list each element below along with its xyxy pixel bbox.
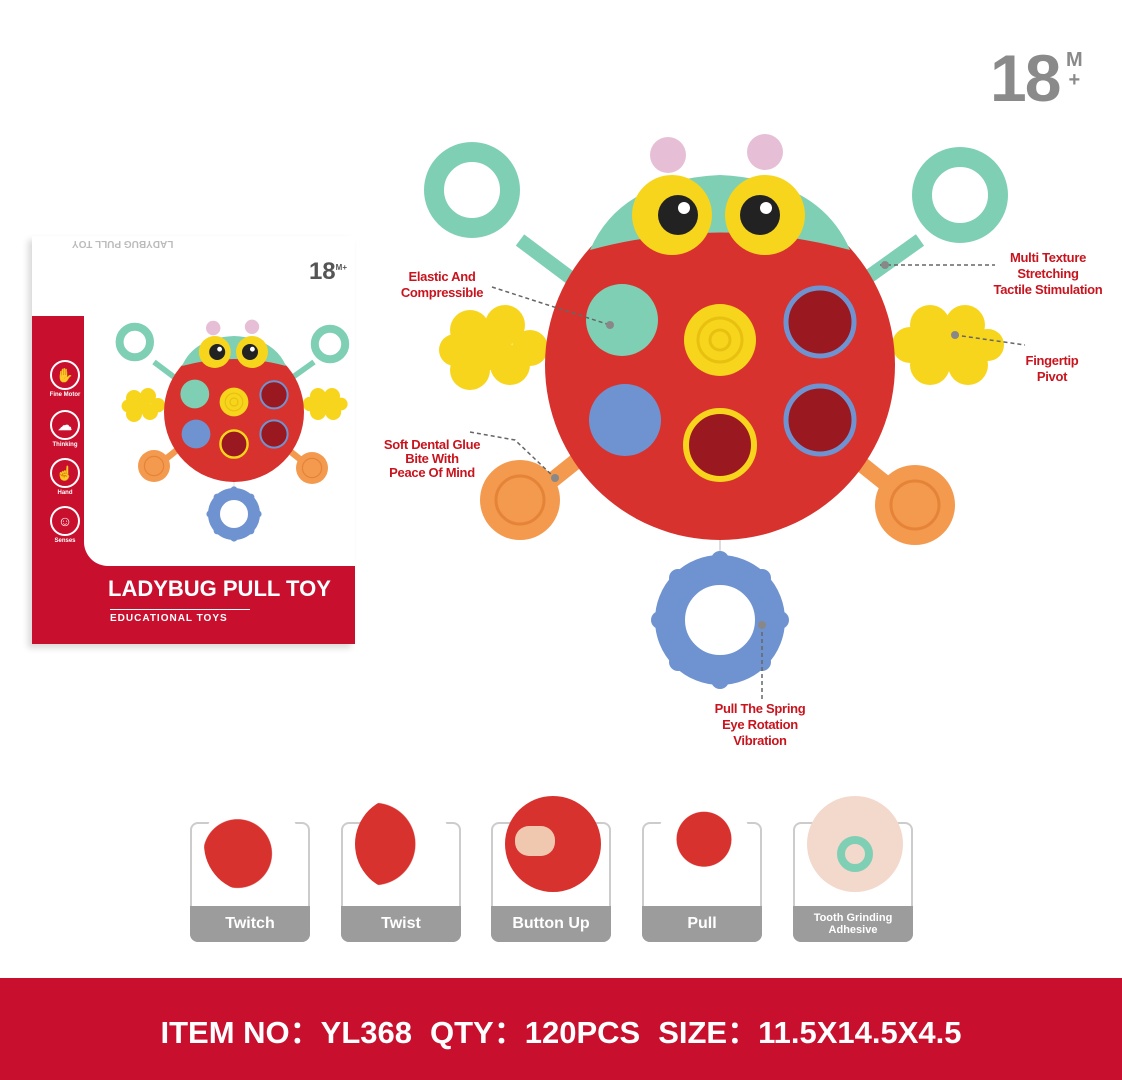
box-top-text: LADYBUG PULL TOY xyxy=(72,238,174,249)
box-title: LADYBUG PULL TOY xyxy=(108,576,331,601)
product-box: LADYBUG PULL TOY 18M+ ✋Fine Motor ☁Think… xyxy=(32,236,355,644)
fine-motor-icon: ✋ xyxy=(50,360,80,390)
hand-icon: ☝ xyxy=(50,458,80,488)
box-ladybug-image xyxy=(114,314,354,546)
feature-fine-motor: ✋Fine Motor xyxy=(44,360,86,398)
card-pull: Pull xyxy=(642,796,762,942)
thinking-icon: ☁ xyxy=(50,410,80,440)
feature-hand: ☝Hand xyxy=(44,458,86,496)
senses-icon: ☺ xyxy=(50,506,80,536)
age-badge-number: 18 xyxy=(990,41,1061,115)
feature-thinking: ☁Thinking xyxy=(44,410,86,448)
annotation-leaders xyxy=(469,264,1026,700)
card-tooth-grinding: Tooth Grinding Adhesive xyxy=(793,796,913,942)
card-twitch: Twitch xyxy=(190,796,310,942)
card-twist: Twist xyxy=(341,796,461,942)
ladybug-toy-illustration xyxy=(0,0,1026,700)
box-subtitle: EDUCATIONAL TOYS xyxy=(110,609,250,624)
age-badge-unit: M+ xyxy=(1066,49,1083,91)
card-button-up: Button Up xyxy=(491,796,611,942)
feature-senses: ☺Senses xyxy=(44,506,86,544)
product-info-banner: ITEM NO：YL368 QTY：120PCS SIZE：11.5X14.5X… xyxy=(0,978,1122,1080)
box-age: 18M+ xyxy=(308,258,347,285)
